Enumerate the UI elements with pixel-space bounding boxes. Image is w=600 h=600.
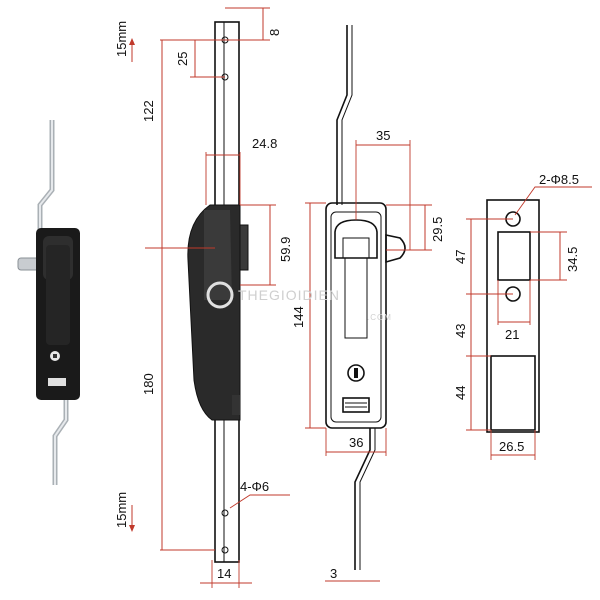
slot-lower (490, 355, 536, 431)
latch-knob (385, 234, 406, 264)
slot-upper (497, 231, 531, 281)
dim-35: 35 (376, 128, 390, 143)
watermark-text: THEGIOIDIEN (238, 287, 340, 303)
dim-122: 122 (141, 100, 156, 122)
panel-cutout (486, 199, 540, 433)
cutout-dimensions: 2-Φ8.5 47 34.5 43 21 44 26.5 (453, 172, 592, 460)
dim-36: 36 (349, 435, 363, 450)
front-view (325, 25, 406, 570)
cutout-view (486, 199, 540, 433)
dim-3: 3 (330, 566, 337, 581)
mount-hole-icon (221, 546, 229, 554)
watermark-suffix: .COM (367, 313, 392, 322)
key-cylinder-icon (347, 364, 365, 382)
watermark: THEGIOIDIEN .COM (206, 281, 392, 322)
dim-34-5: 34.5 (565, 247, 580, 272)
mount-hole-icon (221, 509, 229, 517)
dim-180: 180 (141, 373, 156, 395)
lock-photo (17, 120, 80, 485)
dim-14: 14 (217, 566, 231, 581)
dim-25: 25 (175, 52, 190, 66)
dim-24-8: 24.8 (252, 136, 277, 151)
dim-29-5: 29.5 (430, 217, 445, 242)
dim-8: 8 (267, 29, 282, 36)
front-dimensions: 35 29.5 144 36 3 (291, 128, 445, 582)
release-button (342, 397, 370, 413)
dim-44: 44 (453, 386, 468, 400)
dim-43: 43 (453, 324, 468, 338)
lower-rod (354, 428, 371, 570)
side-dimensions: 15mm 8 25 122 24.8 59.9 180 4-Φ6 (114, 7, 293, 588)
dim-21: 21 (505, 327, 519, 342)
dim-144: 144 (291, 306, 306, 328)
dim-15mm-top: 15mm (114, 21, 129, 57)
side-view (187, 21, 249, 563)
dim-4-phi6: 4-Φ6 (240, 479, 269, 494)
dim-26-5: 26.5 (499, 439, 524, 454)
upper-rod (336, 25, 348, 205)
dim-47: 47 (453, 250, 468, 264)
dim-15mm-bottom: 15mm (114, 492, 129, 528)
dim-2-phi8-5: 2-Φ8.5 (539, 172, 579, 187)
dim-59-9: 59.9 (278, 237, 293, 262)
